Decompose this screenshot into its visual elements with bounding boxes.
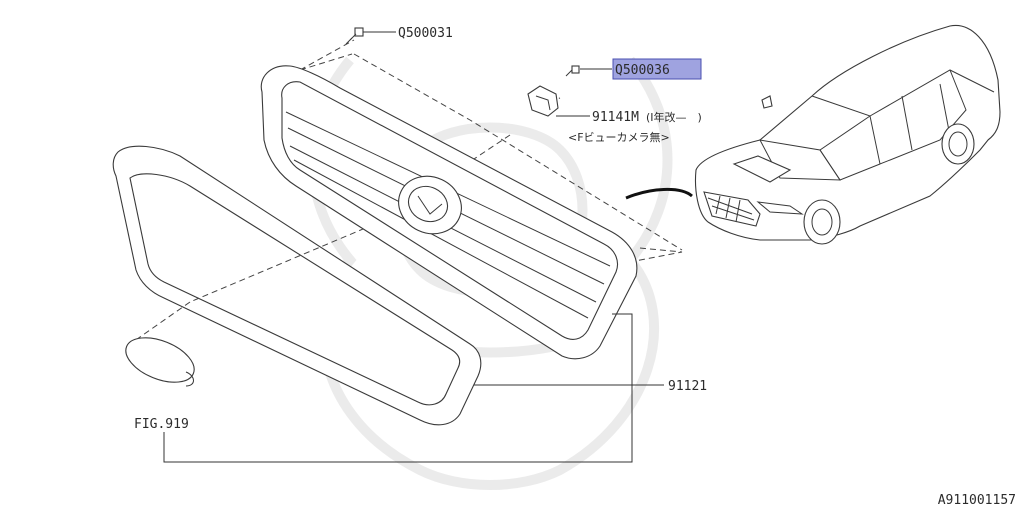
vehicle-illustration [694,24,1001,245]
callout-91141m-note-year: (Ⅰ年改— ) [646,110,702,124]
bolt-q500031[interactable] [345,27,364,45]
callout-91141m-note-camera: <Fビューカメラ無> [568,130,670,144]
callout-91141m[interactable]: 91141M [592,110,639,125]
grille-frame[interactable] [112,145,482,426]
bracket-91141m[interactable] [527,85,559,117]
grille-main[interactable] [260,65,638,360]
callout-fig919[interactable]: FIG.919 [134,417,189,432]
highlight-q500036[interactable] [612,58,702,80]
callout-q500036[interactable]: Q500036 [615,63,670,78]
emblem-part[interactable] [120,329,201,391]
leader-91121 [163,313,664,463]
pointer-arrow [625,187,693,200]
callout-q500031[interactable]: Q500031 [398,26,453,41]
diagram-id: A911001157 [938,493,1016,508]
callout-91121[interactable]: 91121 [668,379,707,394]
bolt-q500036[interactable] [565,65,580,77]
